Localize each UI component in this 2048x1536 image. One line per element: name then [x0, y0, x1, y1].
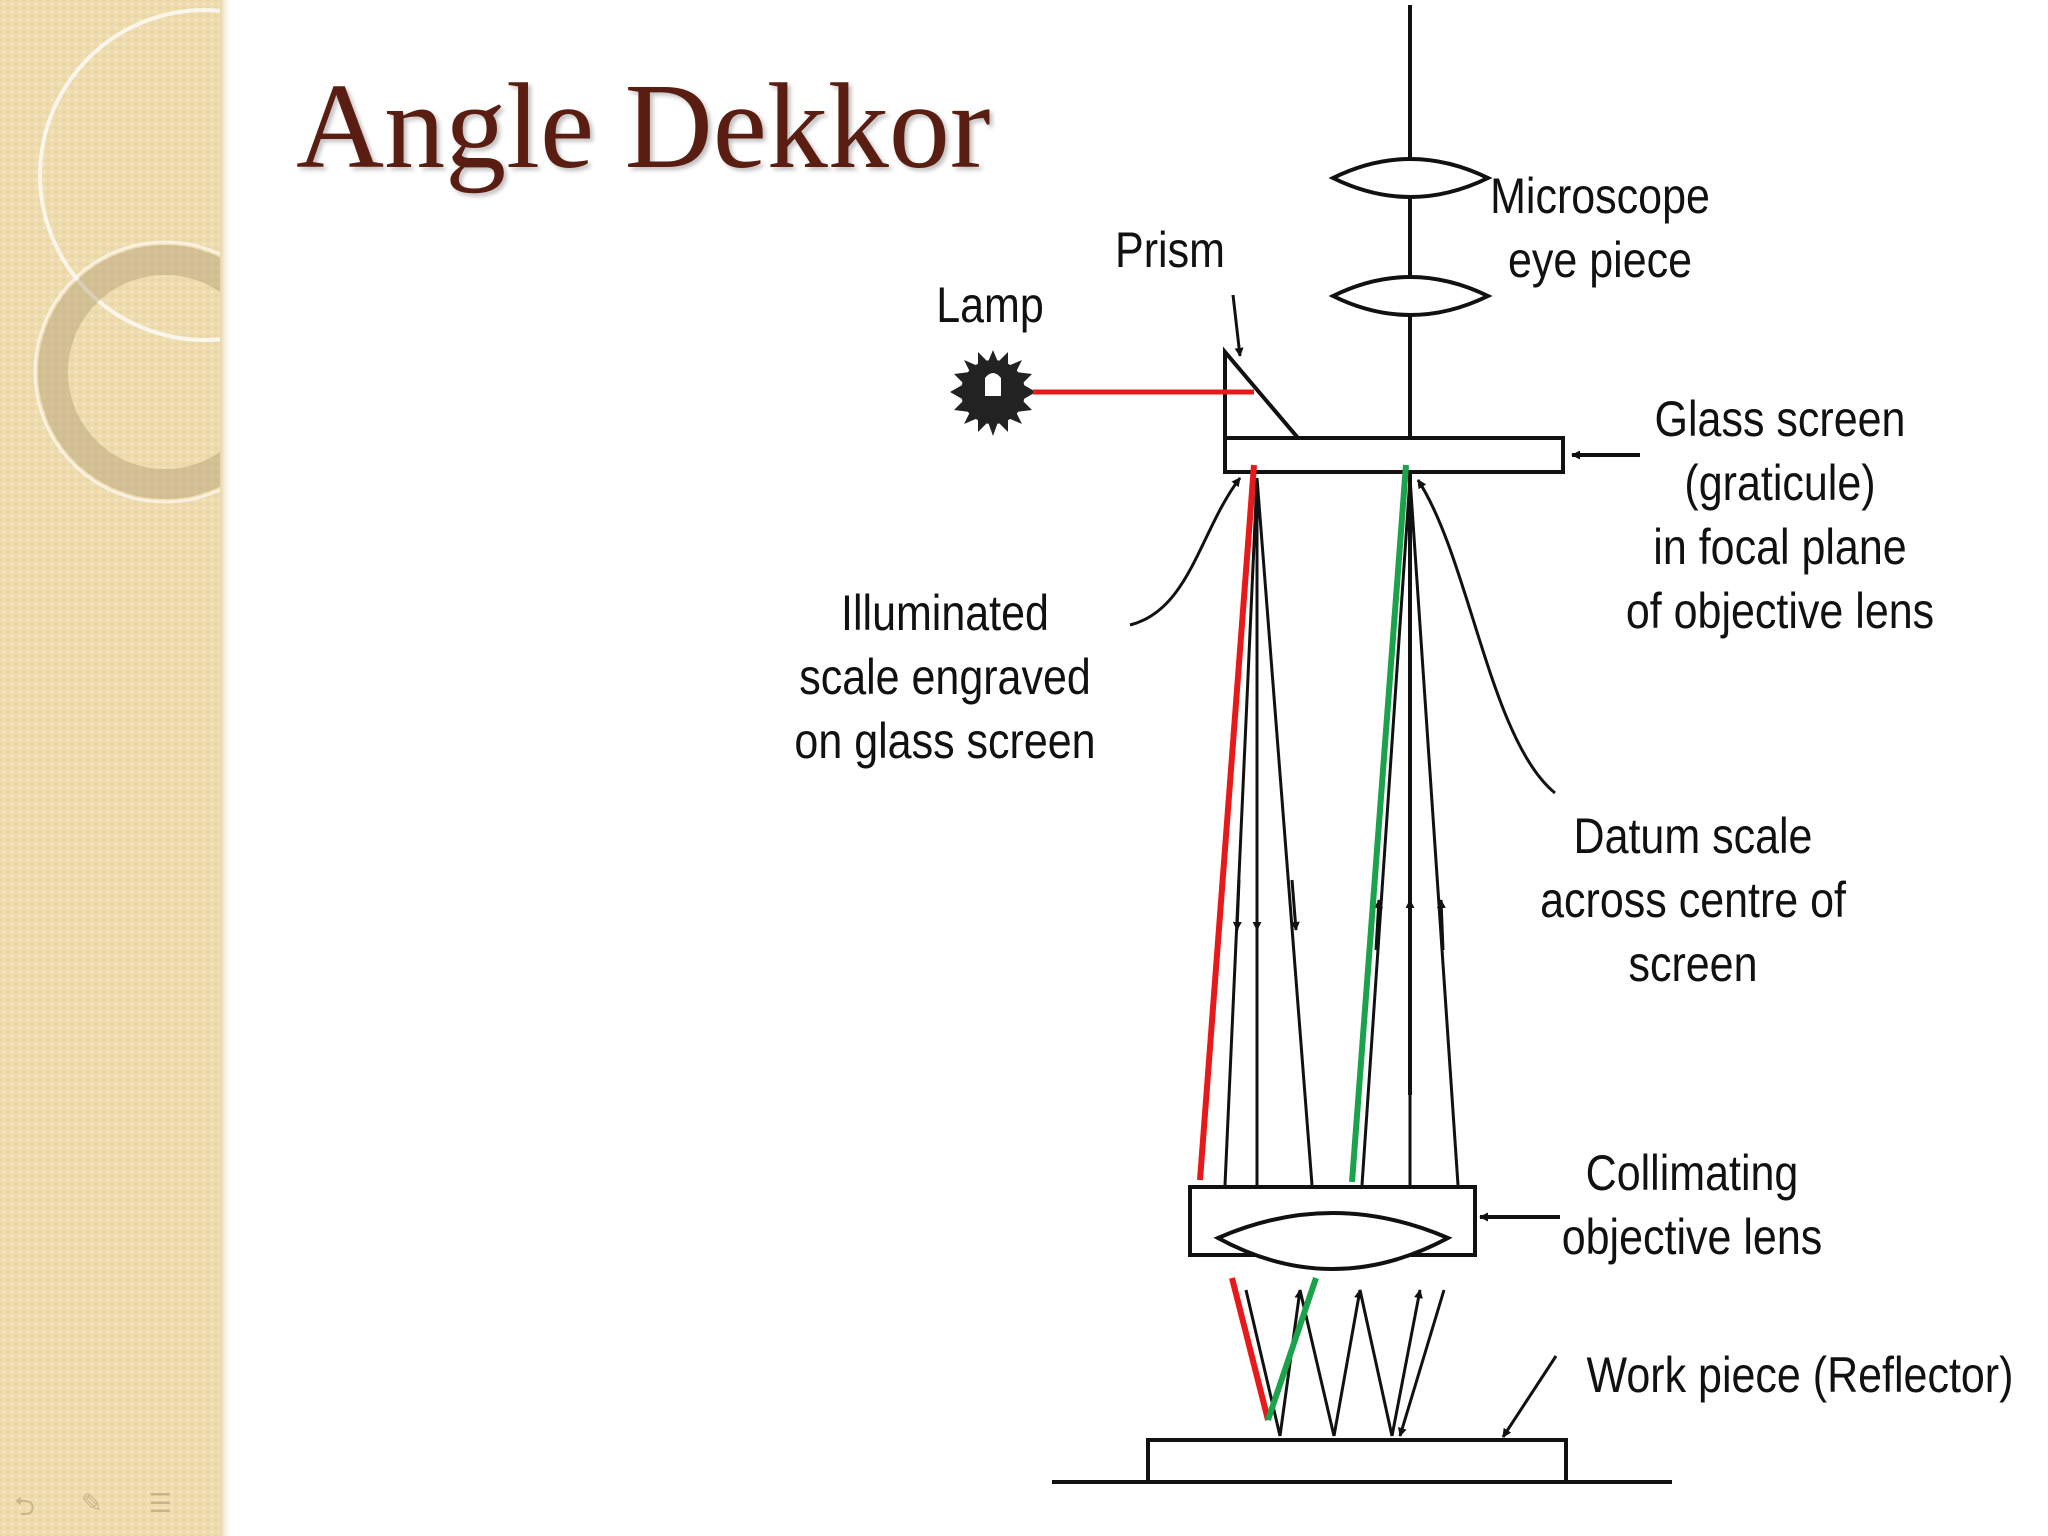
ray-down-3 [1223, 477, 1259, 1186]
label-illuminated-scale-line1: Illuminated [841, 585, 1049, 641]
eyepiece-lens-upper [1328, 157, 1493, 199]
label-datum-scale-line1: Datum scale [1574, 808, 1813, 864]
label-glass-screen-line1: Glass screen [1655, 391, 1906, 447]
ray-up-2 [1408, 477, 1460, 1186]
prism-pointer [1231, 294, 1244, 357]
label-illuminated-scale-line3: on glass screen [794, 713, 1095, 769]
ray-down-3-arrow [1232, 879, 1242, 931]
ray-up-2-arrow [1436, 899, 1446, 951]
prism [1223, 346, 1303, 440]
reflected-ray-green-lower [1265, 1277, 1319, 1421]
incident-ray-red-lower [1229, 1277, 1271, 1421]
illuminated-scale-leader [1129, 477, 1242, 627]
label-glass-screen-line3: in focal plane [1653, 519, 1906, 575]
ray-up-3 [1360, 477, 1412, 1186]
reflected-ray-green [1349, 464, 1409, 1183]
glass-screen [1223, 436, 1565, 474]
incident-ray-red [1197, 464, 1257, 1181]
work-piece-pointer [1501, 1355, 1558, 1438]
label-lamp: Lamp [936, 277, 1044, 333]
label-illuminated-scale-line2: scale engraved [799, 649, 1091, 705]
back-arrow-icon[interactable]: ⮌ [14, 1491, 35, 1521]
collimating-lens [1213, 1211, 1453, 1271]
decorative-rings [33, 8, 226, 504]
ray-low-1 [1244, 1289, 1282, 1437]
label-microscope-eye-piece-line1: Microscope [1490, 168, 1710, 224]
slide-title: Angle Dekkor [296, 59, 991, 194]
menu-icon[interactable]: ☰ [148, 1488, 172, 1518]
lamp-icon [950, 350, 1036, 436]
decorative-sidebar [0, 0, 226, 1536]
label-work-piece: Work piece (Reflector) [1587, 1347, 2014, 1403]
label-microscope-eye-piece-line2: eye piece [1508, 232, 1692, 288]
label-glass-screen-line2: (graticule) [1684, 455, 1875, 511]
sidebar-edge [220, 0, 230, 1536]
work-piece [1146, 1438, 1568, 1484]
label-datum-scale-line3: screen [1628, 936, 1757, 992]
label-glass-screen-line4: of objective lens [1626, 583, 1934, 639]
slide-nav: ⮌ ✎ ☰ [14, 1488, 172, 1532]
ray-low-4 [1332, 1289, 1364, 1437]
label-collimating-lens-line1: Collimating [1586, 1145, 1799, 1201]
ray-up-3-arrow [1374, 899, 1384, 951]
datum-scale-leader [1416, 479, 1556, 795]
ray-low-5 [1358, 1289, 1394, 1437]
label-prism: Prism [1115, 222, 1225, 278]
ray-low-6 [1390, 1289, 1423, 1437]
eyepiece-lens-lower [1328, 275, 1493, 317]
ray-down-2-arrow [1290, 879, 1300, 931]
ray-low-7 [1398, 1289, 1446, 1437]
ray-down-2 [1255, 477, 1314, 1186]
label-collimating-lens-line2: objective lens [1562, 1209, 1823, 1265]
pen-icon[interactable]: ✎ [80, 1488, 103, 1518]
label-datum-scale-line2: across centre of [1540, 872, 1847, 928]
